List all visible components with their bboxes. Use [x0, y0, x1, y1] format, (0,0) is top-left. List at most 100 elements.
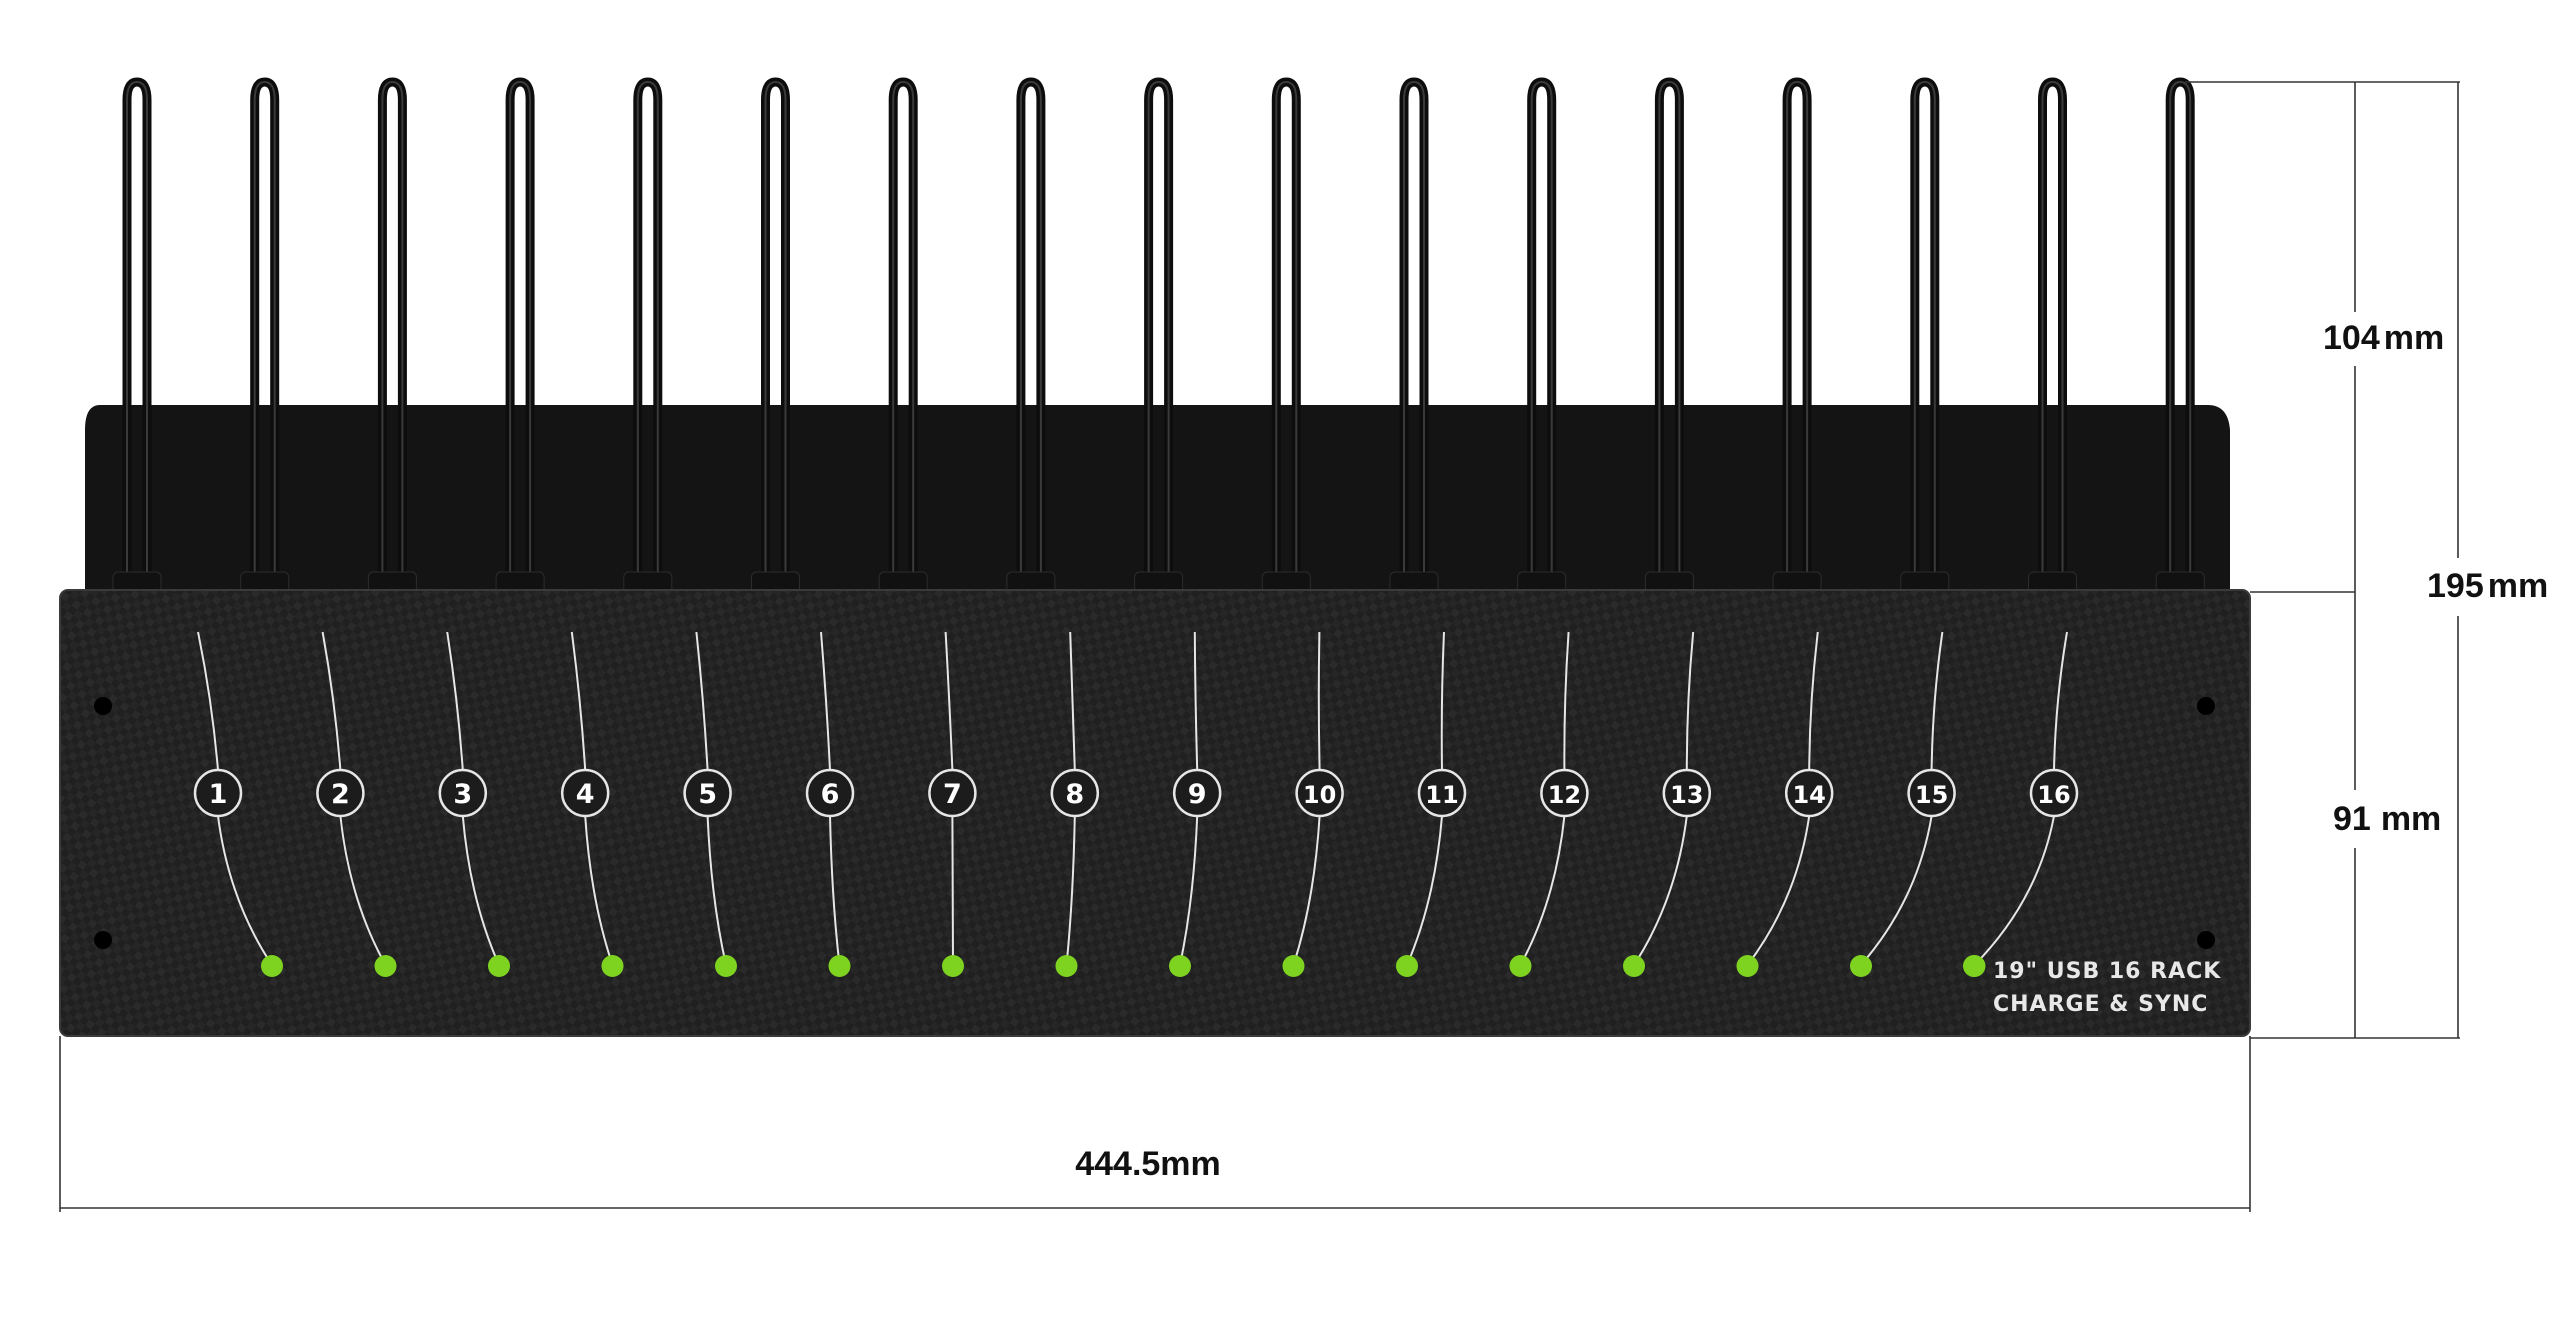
- port-number-circle: [560, 768, 610, 818]
- port-number-circle: [1907, 768, 1956, 818]
- port-number: 14: [1792, 781, 1825, 809]
- port-number: 11: [1425, 781, 1458, 809]
- cable-loop: [1261, 77, 1311, 595]
- status-led: [1396, 955, 1418, 977]
- port-number: 3: [453, 779, 472, 810]
- cable-loop: [1389, 77, 1439, 595]
- status-led: [1850, 955, 1872, 977]
- port-marking: 11: [1396, 631, 1467, 977]
- port-marking: 12: [1509, 631, 1589, 977]
- cable-loop: [2155, 77, 2205, 595]
- dimension-lines: [59, 81, 2460, 1212]
- cable-loop: [112, 77, 162, 595]
- cable-loop: [878, 77, 928, 595]
- port-number: 12: [1548, 781, 1581, 809]
- port-guide-line-top: [2053, 631, 2068, 771]
- port-guide-line-bottom: [1973, 815, 2055, 966]
- cable-loop: [1772, 77, 1822, 595]
- brand-line-1: 19" USB 16 RACK: [1993, 959, 2221, 984]
- port-guide-line-bottom: [1292, 815, 1321, 966]
- port-number-circle: [1417, 768, 1467, 818]
- port-number: 2: [331, 779, 350, 810]
- port-marking: 6: [805, 631, 855, 977]
- mount-hole: [2197, 697, 2215, 715]
- port-number-circle: [1172, 768, 1222, 818]
- port-number: 1: [209, 779, 228, 810]
- port-guide-line-top: [1069, 631, 1076, 771]
- port-number-circle: [193, 768, 243, 818]
- port-guide-line-bottom: [584, 815, 614, 966]
- port-guide-line-bottom: [706, 815, 727, 966]
- mounting-holes: [94, 697, 2215, 949]
- port-number-circle: [2029, 768, 2079, 818]
- port-guide-line-bottom: [1746, 815, 1811, 966]
- port-number-circle: [1050, 768, 1100, 818]
- cable-loops: [112, 77, 2205, 595]
- port-number-circle: [928, 768, 977, 818]
- port-number: 13: [1670, 781, 1703, 809]
- cable-loop: [623, 77, 673, 595]
- port-number-circle: [1784, 768, 1834, 818]
- front-panel: [59, 589, 2251, 1037]
- port-guide-line-top: [1440, 631, 1445, 771]
- port-number-circle: [683, 768, 732, 818]
- status-led: [1623, 955, 1645, 977]
- port-number-circle: [438, 768, 488, 818]
- status-led: [488, 955, 510, 977]
- port-number: 15: [1915, 781, 1948, 809]
- port-marking: 3: [438, 631, 510, 977]
- port-guide-line-top: [1563, 631, 1570, 771]
- cable-loop: [1134, 77, 1184, 595]
- status-led: [1055, 955, 1078, 977]
- status-led: [601, 955, 624, 977]
- port-number: 10: [1303, 781, 1336, 809]
- port-guide-line-top: [820, 631, 831, 771]
- port-marking: 5: [683, 631, 737, 977]
- port-number: 5: [698, 779, 717, 810]
- port-number: 16: [2037, 781, 2070, 809]
- cable-loop: [1644, 77, 1694, 595]
- cable-loop: [1517, 77, 1567, 595]
- port-marking: 10: [1282, 631, 1344, 977]
- status-led: [828, 955, 851, 977]
- cable-loop: [2028, 77, 2077, 595]
- port-guide-line-top: [197, 631, 219, 771]
- port-marking: 9: [1169, 631, 1222, 977]
- port-number-circle: [805, 768, 855, 818]
- port-marking-extra: [1963, 955, 1985, 977]
- cable-loop: [1006, 77, 1056, 595]
- status-led: [715, 955, 737, 977]
- port-marking: 2: [316, 631, 397, 977]
- port-guide-line-bottom: [1065, 815, 1076, 966]
- port-marking: 4: [560, 631, 624, 977]
- port-guide-line-bottom: [829, 815, 841, 966]
- mount-hole: [94, 697, 112, 715]
- port-guide-line-top: [944, 631, 954, 771]
- port-guide-line-bottom: [1860, 815, 1933, 966]
- port-number-circle: [316, 768, 365, 818]
- port-marking: 7: [928, 631, 977, 977]
- port-guide-line-top: [1930, 631, 1944, 771]
- port-marking: 8: [1050, 631, 1100, 977]
- port-number: 6: [821, 779, 840, 810]
- port-marking: 14: [1736, 631, 1834, 977]
- mount-hole: [94, 931, 112, 949]
- width-label: 444.5mm: [1075, 1145, 1221, 1183]
- status-led: [1963, 955, 1985, 977]
- port-guide-line-bottom: [1406, 815, 1443, 966]
- port-number-circle: [1662, 768, 1712, 818]
- port-guide-line-bottom: [461, 815, 500, 966]
- port-number-circle: [1295, 768, 1344, 818]
- status-led: [1169, 955, 1191, 977]
- cable-loop: [1900, 77, 1950, 595]
- port-guide-line-top: [1193, 631, 1199, 771]
- status-led: [1282, 955, 1305, 977]
- port-number: 7: [943, 779, 962, 810]
- port-marking: 13: [1623, 631, 1712, 977]
- port-guide-line-top: [1808, 631, 1819, 771]
